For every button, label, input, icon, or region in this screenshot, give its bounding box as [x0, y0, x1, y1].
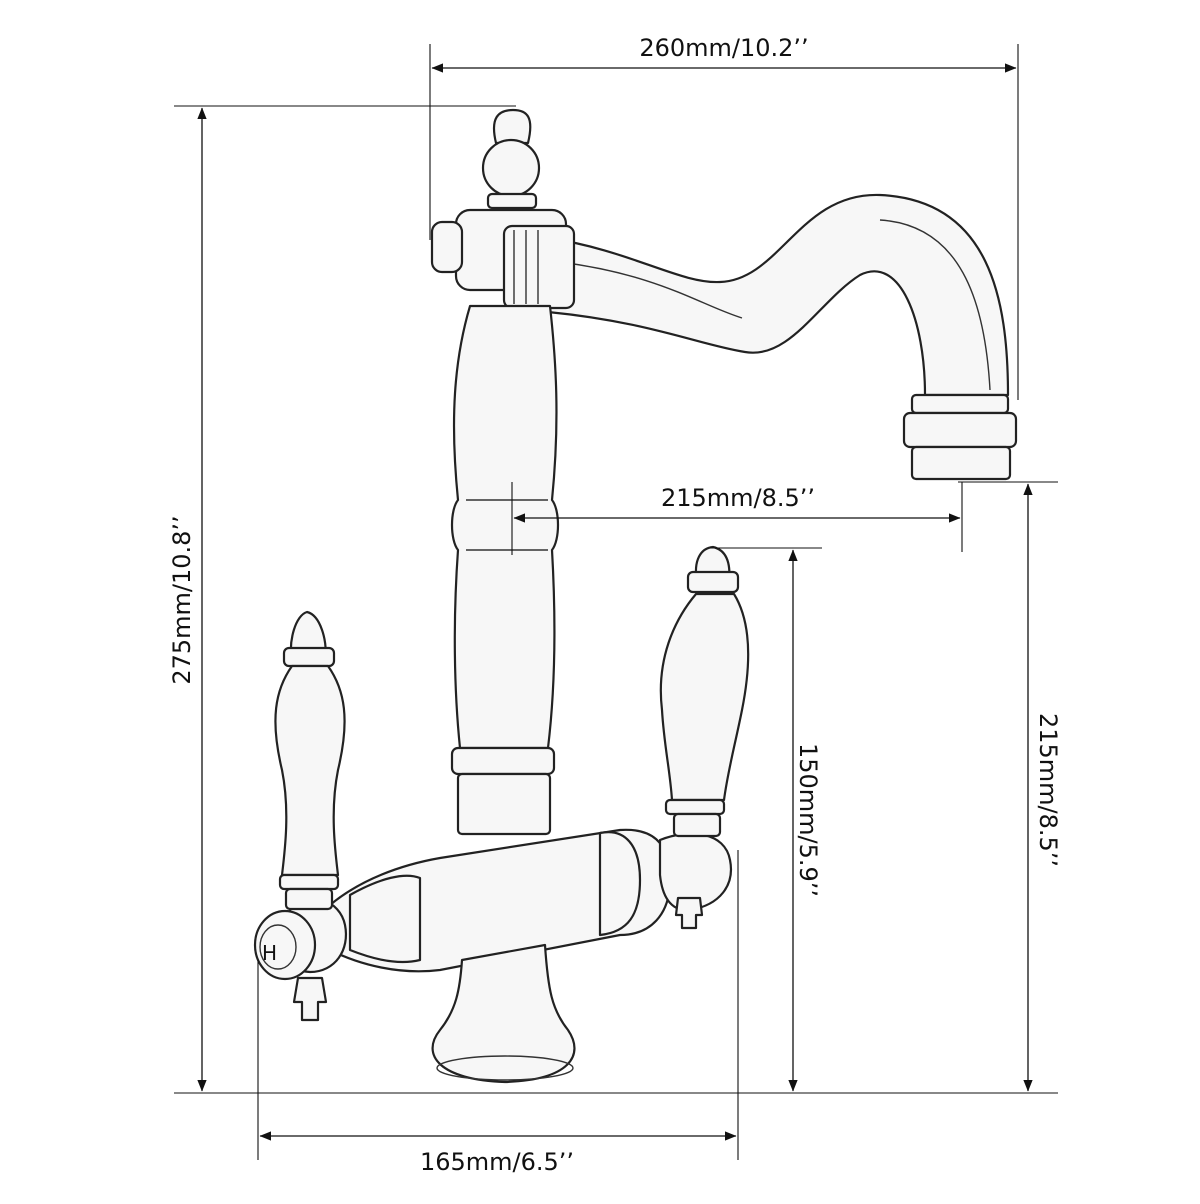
spout: [546, 193, 1018, 481]
faucet-base: [431, 943, 576, 1084]
total-width-label: 260mm/10.2’’: [639, 34, 808, 62]
faucet-illustration: H: [253, 108, 1018, 1084]
faucet-column: [450, 304, 560, 836]
spout-reach-label: 215mm/8.5’’: [661, 484, 815, 512]
top-finial: [430, 108, 576, 310]
spout-height-label: 215mm/8.5’’: [1034, 713, 1062, 867]
handle-height-label: 150mm/5.9’’: [794, 743, 822, 897]
left-handle: [253, 610, 346, 1022]
right-handle: [659, 545, 750, 930]
total-height-label: 275mm/10.8’’: [168, 515, 196, 684]
base-width-label: 165mm/6.5’’: [420, 1148, 574, 1176]
dimension-lines: [174, 44, 1058, 1160]
hot-handle-marking: H: [262, 941, 277, 965]
dimension-labels: 260mm/10.2’’ 215mm/8.5’’ 165mm/6.5’’ 275…: [168, 34, 1062, 1176]
handle-crossbar: [288, 828, 733, 974]
